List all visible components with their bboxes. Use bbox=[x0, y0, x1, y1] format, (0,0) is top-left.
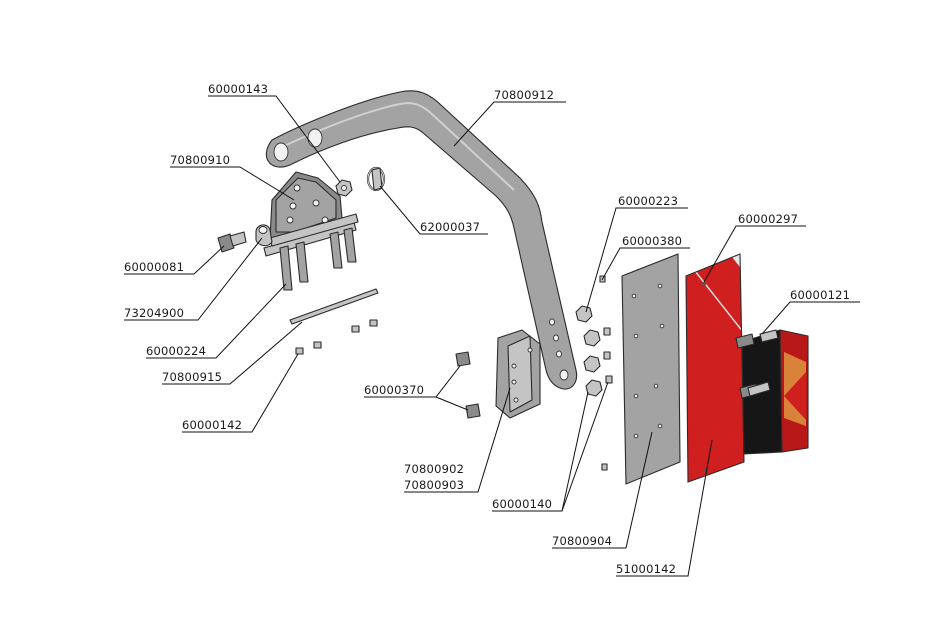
label-60000380: 60000380 bbox=[622, 234, 682, 248]
label-70800912: 70800912 bbox=[494, 88, 554, 102]
label-60000140: 60000140 bbox=[492, 497, 552, 511]
label-60000223: 60000223 bbox=[618, 194, 678, 208]
label-60000121: 60000121 bbox=[790, 288, 850, 302]
nut-60000143 bbox=[336, 180, 352, 196]
label-62000037: 62000037 bbox=[420, 220, 480, 234]
label-70800904: 70800904 bbox=[552, 534, 612, 548]
label-70800910: 70800910 bbox=[170, 153, 230, 167]
label-60000142: 60000142 bbox=[182, 418, 242, 432]
label-70800902: 70800902 bbox=[404, 462, 464, 476]
label-60000081: 60000081 bbox=[124, 260, 184, 274]
label-60000370: 60000370 bbox=[364, 383, 424, 397]
label-51000142: 51000142 bbox=[616, 562, 676, 576]
lynch-pin-62000037 bbox=[368, 168, 384, 190]
label-60000297: 60000297 bbox=[738, 212, 798, 226]
label-70800915: 70800915 bbox=[162, 370, 222, 384]
nuts-60000142-left bbox=[296, 320, 377, 354]
flat-bar-70800915 bbox=[290, 289, 378, 324]
nuts-column bbox=[576, 276, 612, 470]
label-60000224: 60000224 bbox=[146, 344, 206, 358]
lamp-60000121 bbox=[736, 330, 808, 454]
label-70800903: 70800903 bbox=[404, 478, 464, 492]
bolt-60000081 bbox=[218, 232, 246, 252]
bolts-60000370 bbox=[456, 352, 480, 418]
label-73204900: 73204900 bbox=[124, 306, 184, 320]
plate-70800902-70800903 bbox=[496, 330, 540, 418]
back-plate-70800904 bbox=[622, 254, 680, 484]
label-60000143: 60000143 bbox=[208, 82, 268, 96]
